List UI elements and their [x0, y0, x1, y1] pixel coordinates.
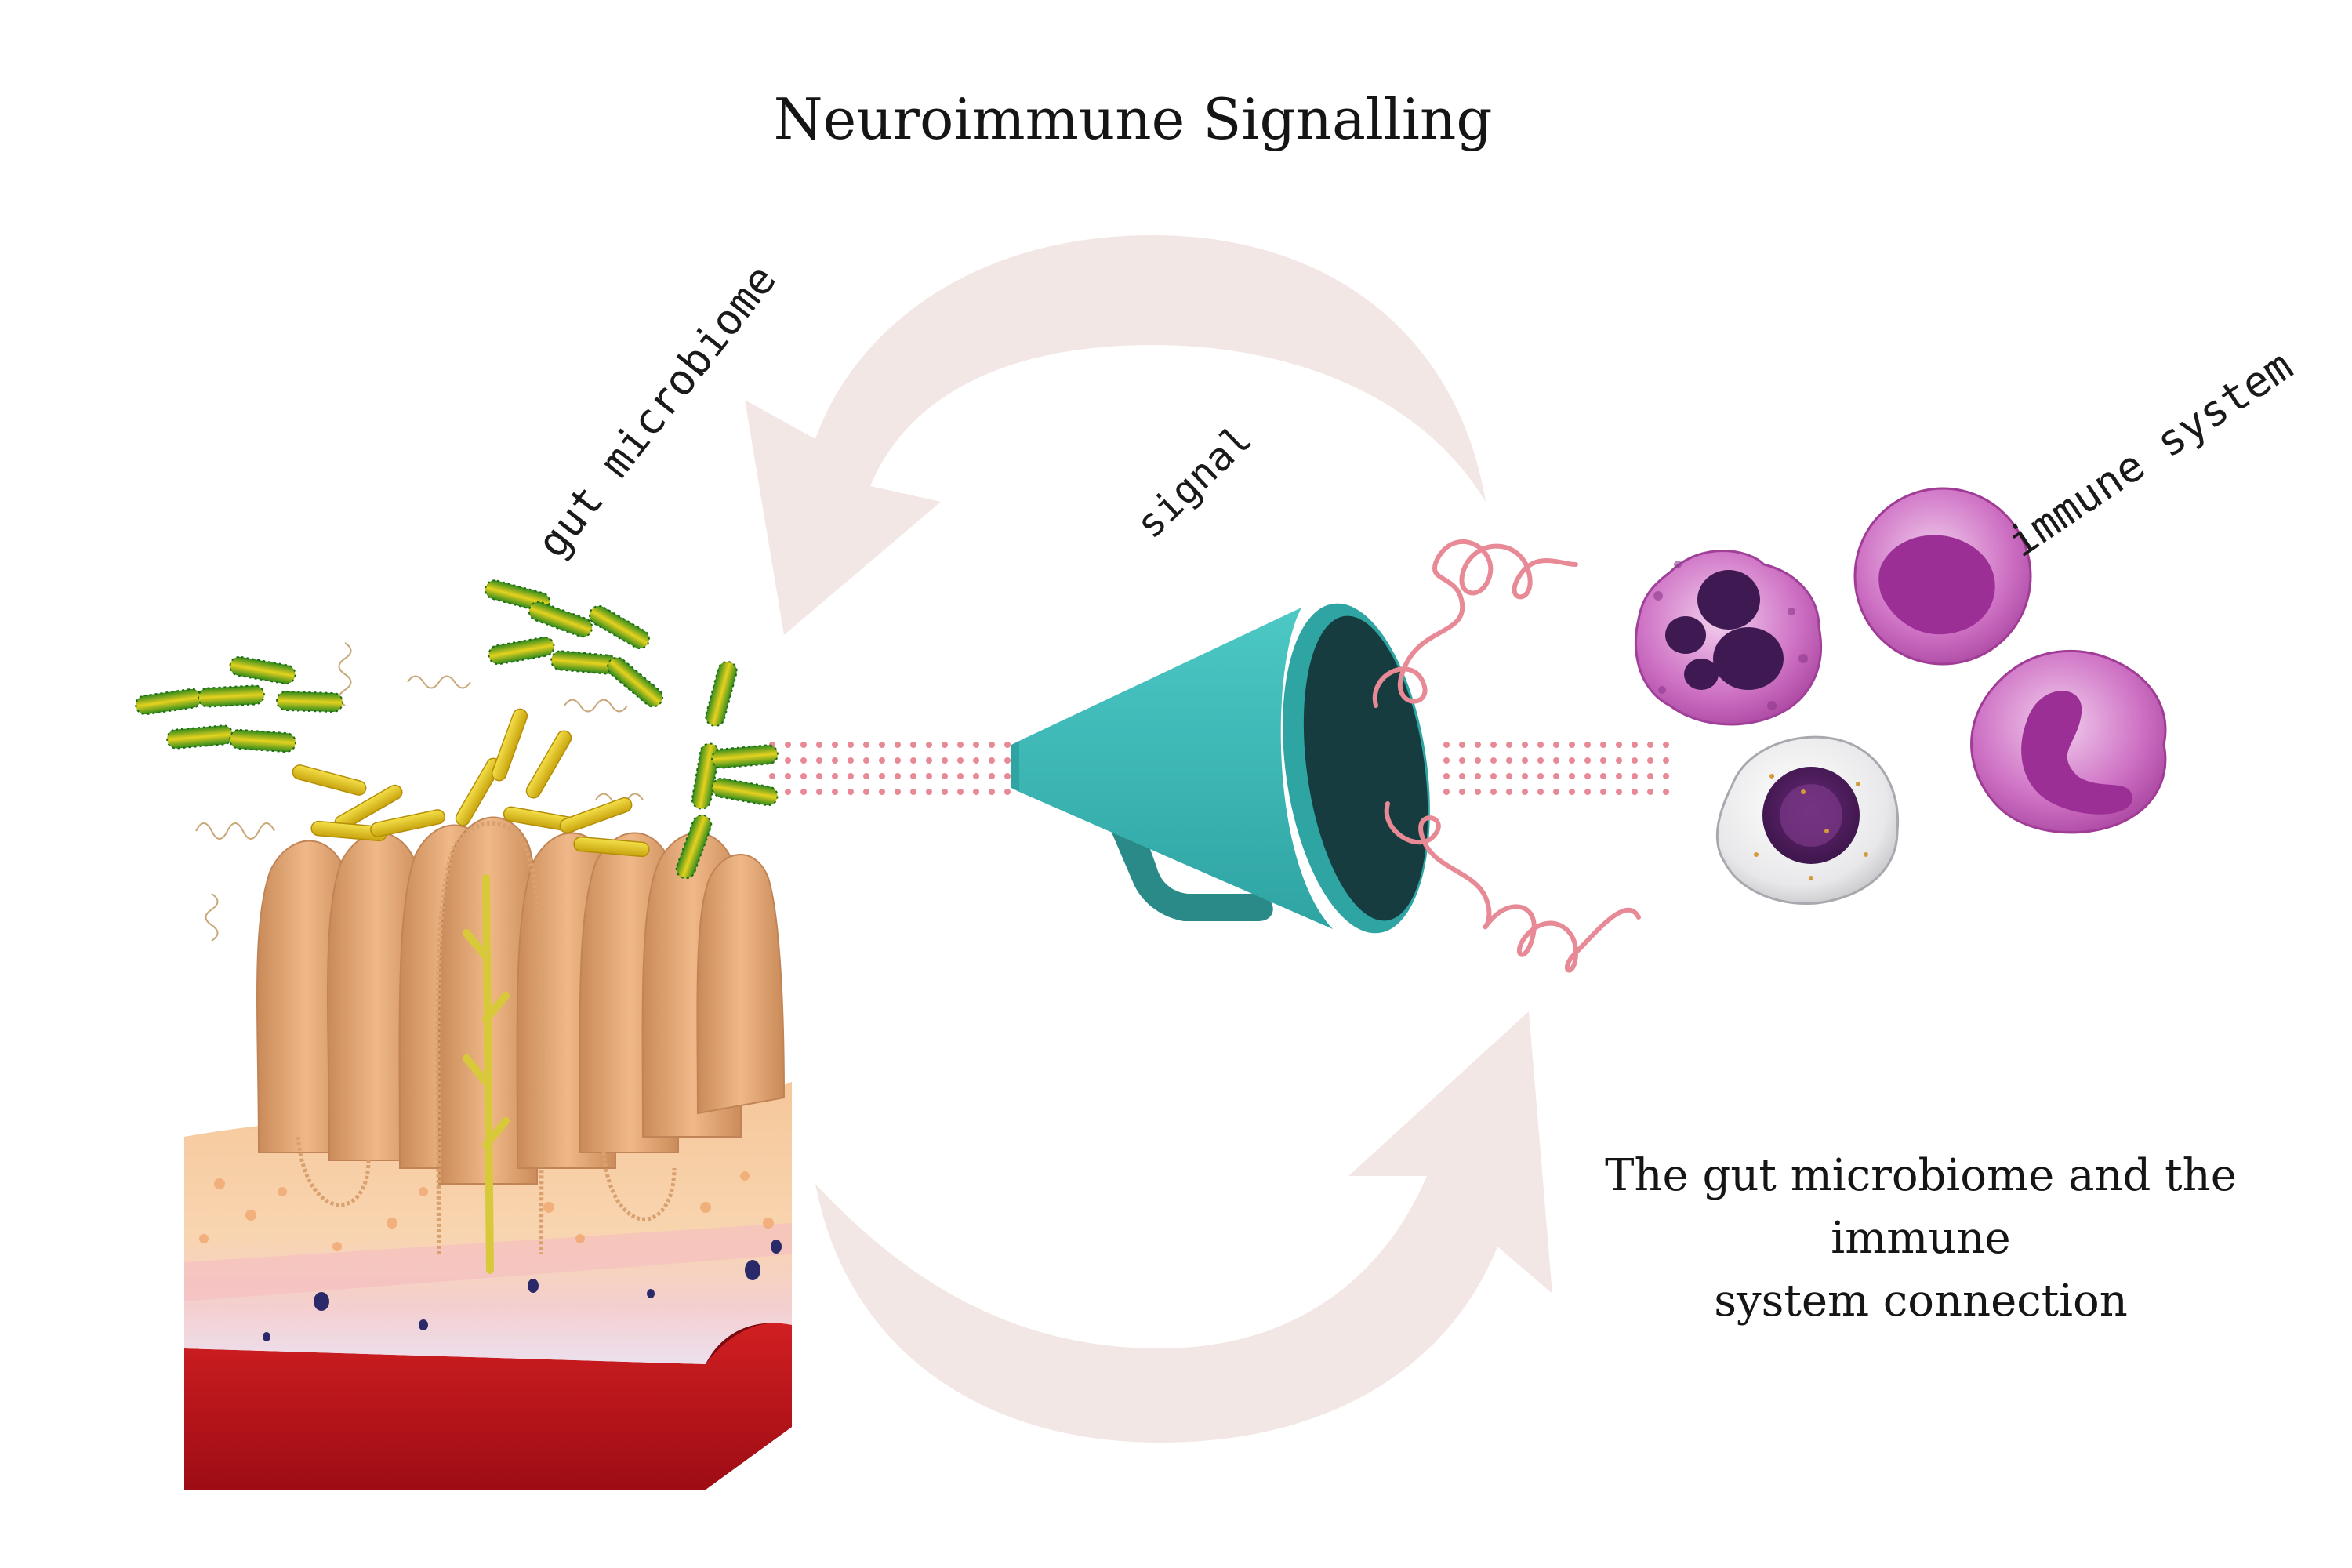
caption-line-1: The gut microbiome and the immune — [1605, 1150, 2237, 1264]
signal-dots-right — [1443, 742, 1669, 795]
intestinal-villi-icon — [184, 816, 792, 1490]
squiggle-wave-icon — [1372, 539, 1641, 973]
bacteria-icon — [133, 577, 780, 942]
page-title: Neuroimmune Signalling — [773, 86, 1493, 152]
caption-line-2: system connection — [1714, 1276, 2128, 1327]
cycle-arrow-icon — [745, 235, 1552, 1443]
diagram-caption: The gut microbiome and the immune system… — [1529, 1145, 2313, 1333]
signal-dots-left — [769, 742, 1011, 795]
immune-cell-icon — [1634, 487, 2167, 906]
megaphone-icon — [1011, 603, 1430, 934]
